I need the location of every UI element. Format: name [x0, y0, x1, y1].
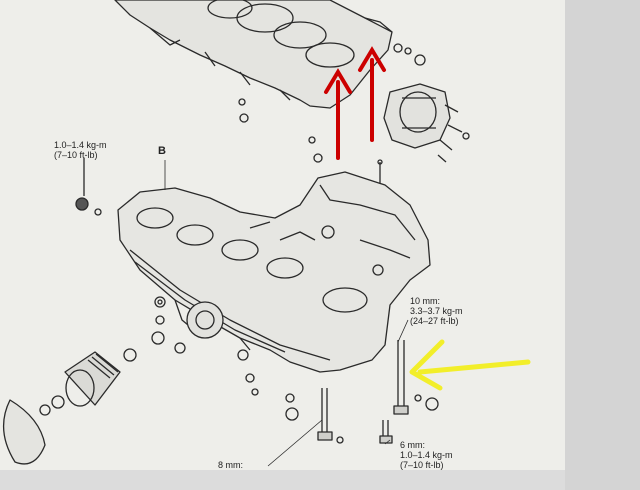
- page-edge-background: [565, 0, 640, 490]
- bolt-10mm-size: 10 mm:: [410, 296, 441, 306]
- bottom-background: [0, 470, 565, 490]
- oil-filter-bolt-torque-label: 1.0–1.4 kg-m (7–10 ft-lb): [54, 140, 107, 160]
- bolt-6mm-size: 6 mm:: [400, 440, 426, 450]
- bolt-6mm-torque-kgm: 1.0–1.4 kg-m: [400, 450, 453, 460]
- bolt-6mm-label: 6 mm: 1.0–1.4 kg-m (7–10 ft-lb): [400, 440, 453, 470]
- upper-crankcase: [114, 0, 393, 109]
- yellow-arrow: [409, 339, 531, 391]
- lower-crankcase: [117, 171, 431, 373]
- drain-plug: [75, 158, 102, 216]
- torque-line-1: 1.0–1.4 kg-m: [54, 140, 107, 150]
- bolt-6mm: [379, 420, 393, 444]
- bolt-8mm-size: 8 mm:: [218, 460, 244, 470]
- part-ref-label: B: [158, 145, 166, 157]
- bolt-10mm-label: 10 mm: 3.3–3.7 kg-m (24–27 ft-lb): [410, 296, 463, 326]
- bolt-10mm-torque-ftlb: (24–27 ft-lb): [410, 316, 459, 326]
- side-cover: [383, 54, 470, 163]
- red-arrows: [324, 46, 386, 160]
- bolt-6mm-torque-ftlb: (7–10 ft-lb): [400, 460, 444, 470]
- oil-pump-gear: [186, 301, 224, 339]
- long-bolt-10mm: [393, 340, 409, 415]
- oil-filter: [2, 351, 121, 465]
- torque-line-2: (7–10 ft-lb): [54, 150, 98, 160]
- bolt-8mm: [317, 388, 333, 441]
- bolt-10mm-torque-kgm: 3.3–3.7 kg-m: [410, 306, 463, 316]
- bolt-8mm-label: 8 mm:: [218, 460, 243, 470]
